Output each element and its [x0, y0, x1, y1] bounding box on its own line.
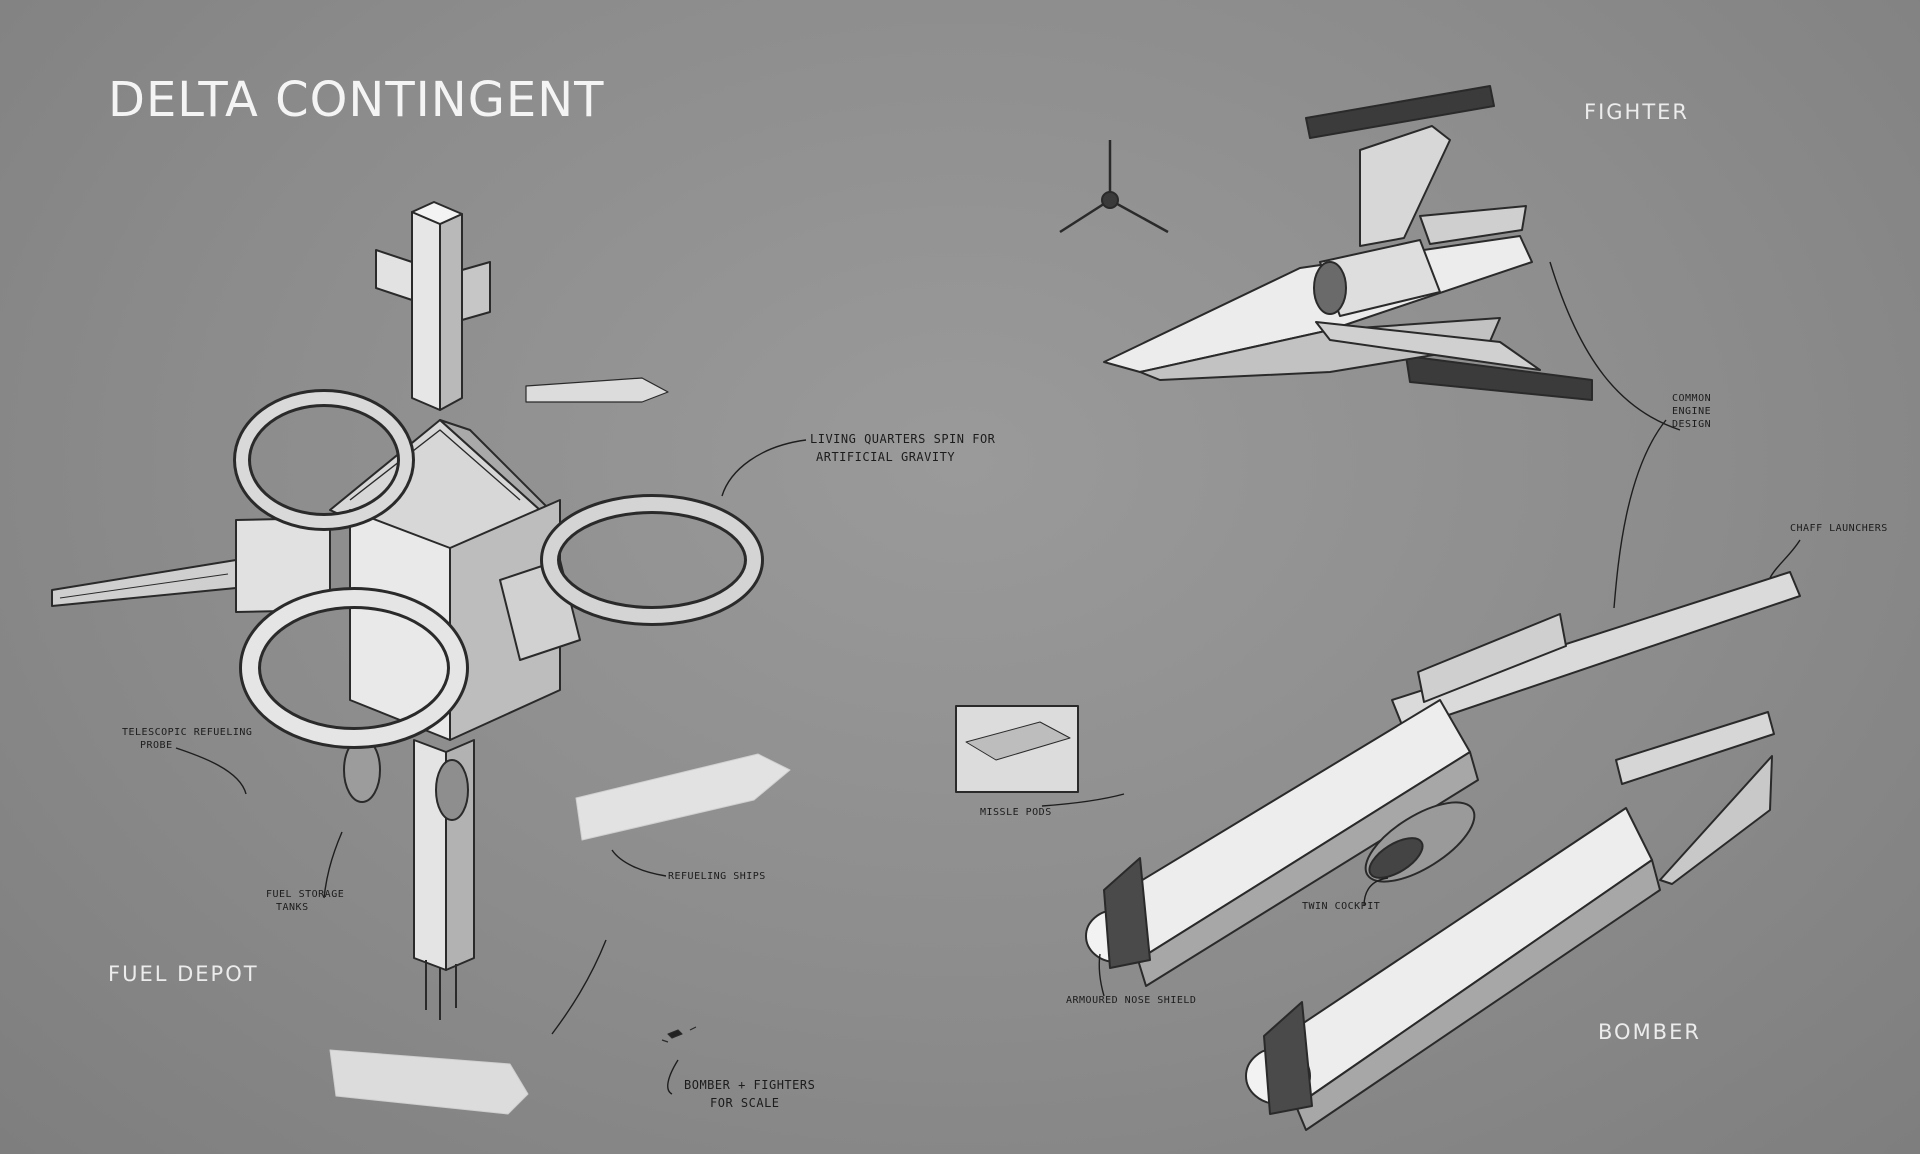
fighter-illustration: [1059, 85, 1593, 401]
fuel-tanks-line-2: TANKS: [276, 902, 309, 913]
scale-note: BOMBER + FIGHTERS FOR SCALE: [684, 1076, 815, 1112]
bomber-illustration: [955, 571, 1801, 1131]
fuel-depot-label: FUEL DEPOT: [108, 962, 259, 986]
living-quarters-line-1: LIVING QUARTERS SPIN FOR: [810, 432, 996, 446]
telescopic-probe-note: TELESCOPIC REFUELING PROBE: [122, 726, 252, 752]
common-engine-line-2: ENGINE: [1672, 406, 1712, 417]
refueling-ships-note: REFUELING SHIPS: [668, 871, 766, 882]
chaff-launchers-note: CHAFF LAUNCHERS: [1790, 523, 1888, 534]
common-engine-note: COMMON ENGINE DESIGN: [1672, 392, 1711, 431]
common-engine-line-3: DESIGN: [1672, 419, 1712, 430]
living-quarters-line-2: ARTIFICIAL GRAVITY: [816, 450, 956, 464]
fuel-tanks-line-1: FUEL STORAGE: [266, 889, 345, 900]
scale-line-1: BOMBER + FIGHTERS: [684, 1078, 816, 1092]
living-quarters-note: LIVING QUARTERS SPIN FOR ARTIFICIAL GRAV…: [810, 430, 995, 466]
telescopic-line-2: PROBE: [140, 740, 173, 751]
telescopic-line-1: TELESCOPIC REFUELING: [122, 727, 253, 738]
fuel-tanks-note: FUEL STORAGE TANKS: [266, 888, 344, 914]
missile-pods-note: MISSLE PODS: [980, 807, 1052, 818]
nose-shield-note: ARMOURED NOSE SHIELD: [1066, 995, 1197, 1006]
annotation-leaders: [175, 261, 1801, 1095]
common-engine-line-1: COMMON: [1672, 393, 1712, 404]
scale-line-2: FOR SCALE: [710, 1096, 780, 1110]
twin-cockpit-note: TWIN COCKPIT: [1302, 901, 1381, 912]
page-title: DELTA CONTINGENT: [108, 72, 605, 128]
fighter-label: FIGHTER: [1584, 100, 1690, 124]
bomber-label: BOMBER: [1598, 1020, 1701, 1044]
fuel-depot-illustration: [51, 201, 791, 1115]
